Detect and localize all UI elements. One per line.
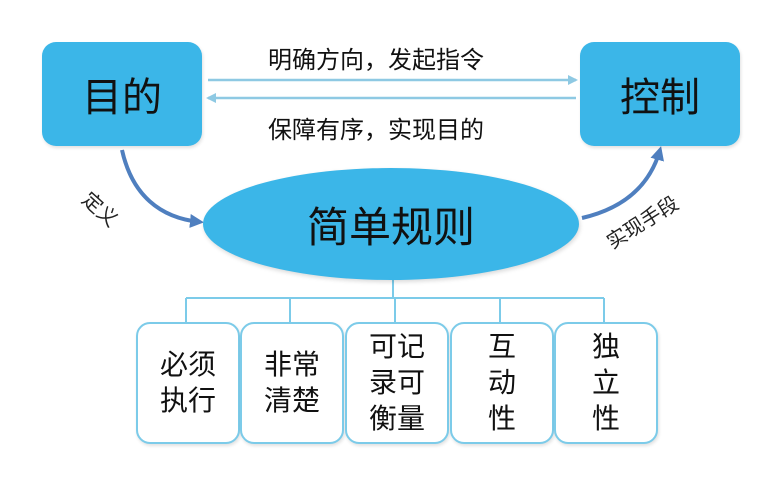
rule-box-5-label: 独 立 性	[591, 330, 620, 435]
rule-box-4-label: 互 动 性	[487, 330, 516, 435]
rule-box-2: 非常 清楚	[240, 322, 344, 444]
rule-box-3: 可记 录可 衡量	[345, 322, 449, 444]
rule-box-1-label: 必须 执行	[159, 348, 216, 417]
goal-box-label: 目的	[82, 75, 162, 121]
rule-box-3-label: 可记 录可 衡量	[368, 330, 425, 435]
rule-box-5: 独 立 性	[554, 322, 658, 444]
goal-box: 目的	[42, 42, 202, 146]
simple-rules-ellipse: 简单规则	[203, 168, 579, 280]
goal-to-control-label: 明确方向，发起指令	[268, 46, 484, 74]
rule-box-1: 必须 执行	[136, 322, 240, 444]
rule-box-4: 互 动 性	[450, 322, 554, 444]
control-to-goal-label: 保障有序，实现目的	[268, 116, 484, 144]
curve-goal-to-rules	[120, 149, 204, 228]
simple-rules-label: 简单规则	[306, 202, 475, 252]
control-box: 控制	[580, 42, 740, 146]
rule-box-2-label: 非常 清楚	[263, 348, 320, 417]
control-box-label: 控制	[620, 75, 700, 121]
curve-rules-to-control	[581, 146, 664, 220]
